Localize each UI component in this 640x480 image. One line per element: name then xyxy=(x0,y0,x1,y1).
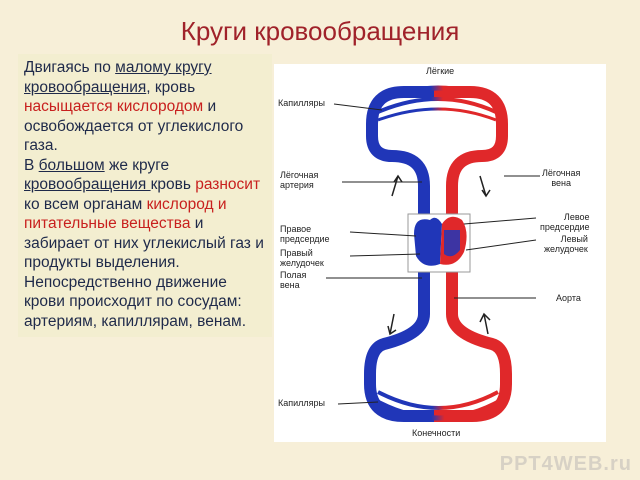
label-line: Правый xyxy=(280,248,313,258)
label-capillaries-top: Капилляры xyxy=(278,98,325,108)
highlight-oxygen: насыщается кислородом xyxy=(24,98,204,115)
label-capillaries-bottom: Капилляры xyxy=(278,398,325,408)
circulation-diagram: Лёгкие Капилляры Лёгочная артерия Лёгочн… xyxy=(274,64,606,442)
label-line: Лёгочная xyxy=(542,168,581,178)
lung-capillaries-inner xyxy=(377,97,497,114)
text-fragment: , кровь xyxy=(146,78,196,96)
heart-chamber xyxy=(444,230,460,257)
label-line: предсердие xyxy=(280,234,330,244)
highlight-nutrients: кислород и питательные вещества xyxy=(24,195,227,233)
lung-capillaries xyxy=(372,85,502,107)
label-line: Левое xyxy=(563,212,590,222)
text-fragment: В xyxy=(24,156,39,174)
aorta-vessel xyxy=(434,264,512,422)
label-line: Левый xyxy=(560,234,588,244)
label-line: вена xyxy=(280,280,300,290)
right-heart xyxy=(414,217,442,266)
label-limbs: Конечности xyxy=(412,428,461,438)
label-line: артерия xyxy=(280,180,314,190)
label-left-ventricle: Левый желудочек xyxy=(544,234,588,254)
pointer-capillaries-top xyxy=(333,103,383,111)
description-text: Двигаясь по малому кругу кровообращения,… xyxy=(18,54,272,337)
arrow-down-right xyxy=(479,175,491,198)
watermark: PPT4WEB.ru xyxy=(499,453,632,475)
pointer-capillaries-bottom xyxy=(337,401,379,405)
label-pointers xyxy=(326,103,540,405)
text-fragment: же круге xyxy=(104,156,170,174)
label-line: вена xyxy=(551,178,571,188)
highlight-carries: разносит xyxy=(195,176,261,193)
label-right-ventricle: Правый желудочек xyxy=(280,248,324,268)
label-pulm-vein: Лёгочная вена xyxy=(542,168,580,188)
pointer-left-atrium xyxy=(463,217,537,225)
text-fragment: кровь xyxy=(150,176,196,193)
circulation-svg xyxy=(326,85,540,422)
label-left-atrium: Левое предсердие xyxy=(540,212,590,232)
body-capillaries xyxy=(372,397,504,421)
label-lungs: Лёгкие xyxy=(426,66,455,76)
label-line: Лёгочная xyxy=(280,170,319,180)
pointer-right-ventricle xyxy=(349,253,421,257)
arrow-down-left xyxy=(387,313,397,336)
heart xyxy=(407,213,471,273)
label-pulm-artery: Лёгочная артерия xyxy=(280,170,318,190)
text-fragment: Двигаясь по xyxy=(24,59,116,76)
slide-title: Круги кровообращения xyxy=(180,16,460,46)
label-line: предсердие xyxy=(540,222,590,232)
systemic-loop xyxy=(364,264,512,422)
pulmonary-circulation-link[interactable]: малому кругу кровообращения xyxy=(24,59,212,96)
text-fragment: и забирает от них углекислый газ и проду… xyxy=(24,215,264,271)
arrow-up-right xyxy=(479,312,491,335)
pointer-left-ventricle xyxy=(465,239,537,251)
label-line: желудочек xyxy=(280,258,324,268)
text-fragment: ко всем органам xyxy=(24,195,147,213)
systemic-circulation-link[interactable]: большом xyxy=(38,156,105,174)
text-fragment: Непосредственно движение крови происходи… xyxy=(24,273,246,330)
flow-arrows xyxy=(387,174,491,336)
lung-capillaries-inner xyxy=(377,107,497,122)
text-fragment: и освобождается от углекислого газа. xyxy=(24,98,244,154)
pointer-right-atrium xyxy=(349,231,417,237)
pulmonary-loop xyxy=(366,85,508,224)
arrow-up-left xyxy=(391,174,403,197)
label-vena-cava: Полая вена xyxy=(280,270,306,290)
vena-cava-vessel xyxy=(364,264,442,422)
label-line: Полая xyxy=(280,270,307,280)
body-capillaries-inner xyxy=(377,390,499,410)
circulation-link[interactable]: кровообращения xyxy=(24,176,151,193)
label-line: желудочек xyxy=(544,244,588,254)
label-line: Правое xyxy=(280,224,312,234)
label-right-atrium: Правое предсердие xyxy=(280,224,330,244)
label-aorta: Аорта xyxy=(556,293,581,303)
